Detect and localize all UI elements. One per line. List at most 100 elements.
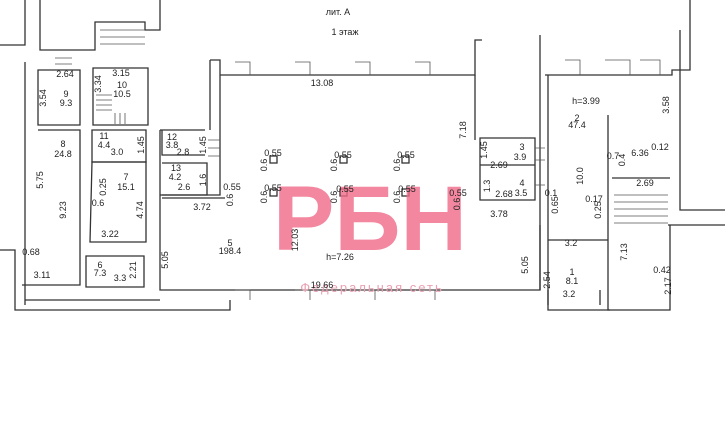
dimension-label: 3.0 — [111, 147, 124, 157]
dimension-label: 0.55 — [264, 148, 282, 158]
dimension-label: h=3.99 — [572, 96, 600, 106]
dimension-label: 10.0 — [575, 167, 585, 185]
dimension-label: 198.4 — [219, 246, 242, 256]
dimension-label: 0.42 — [653, 265, 671, 275]
dimension-label: 3.5 — [515, 188, 528, 198]
dimension-label: 0.6 — [392, 159, 402, 172]
dimension-label: 0.17 — [585, 194, 603, 204]
room-6: 67.3 3.3 2.21 — [94, 260, 138, 283]
dimension-label: 47.4 — [568, 120, 586, 130]
dimension-label: 0.25 — [593, 201, 603, 219]
dimension-label: 3.54 — [38, 89, 48, 107]
columns — [269, 155, 410, 197]
dimension-label: 12 — [167, 132, 177, 142]
dimension-label: 2.54 — [542, 271, 552, 289]
watermark: РБН Федеральная сеть — [273, 168, 467, 295]
dimension-label: 3.11 — [34, 270, 51, 280]
dimension-label: 2.68 — [495, 189, 513, 199]
room-12: 123.8 2.8 1.45 — [166, 132, 208, 157]
dimension-label: 9 — [63, 89, 68, 99]
dimension-label: 11 — [99, 131, 108, 141]
plan-title: лит. А — [326, 7, 350, 17]
dimension-label: 2.21 — [128, 261, 138, 279]
dimension-label: 2.8 — [177, 147, 190, 157]
dimension-label: 0.6 — [452, 198, 462, 211]
dimension-label: h=7.26 — [326, 252, 354, 262]
room-11: 114.4 3.0 1.45 — [98, 131, 146, 157]
dimension-label: 1.6 — [198, 174, 208, 187]
dimension-label: 0.25 — [98, 178, 108, 196]
dimension-label: 5 — [227, 238, 232, 248]
room-8: 824.8 5.75 9.23 0.683.11 — [22, 139, 72, 280]
dimension-label: 0.1 — [545, 188, 558, 198]
dimension-label: 13.08 — [311, 78, 334, 88]
dimension-label: 3.72 — [193, 202, 211, 212]
dimension-label: 1 — [569, 267, 574, 277]
dimension-label: 24.8 — [54, 149, 72, 159]
dimension-label: 2 — [574, 113, 579, 123]
dimension-label: 12.03 — [290, 229, 300, 252]
dimension-label: 4.74 — [135, 201, 145, 219]
dimension-label: 2.6 — [178, 182, 191, 192]
dimension-label: 3.3 — [114, 273, 127, 283]
dimension-label: 15.1 — [117, 182, 135, 192]
watermark-tagline: Федеральная сеть — [300, 280, 444, 295]
dimension-label: 1.45 — [198, 136, 208, 154]
dimension-label: 0.55 — [449, 188, 467, 198]
dimension-label: 7.13 — [619, 243, 629, 261]
dimension-label: 0.55 — [397, 150, 415, 160]
dimension-label: 10.5 — [113, 89, 131, 99]
walls — [0, 0, 725, 311]
dimension-label: 0.55 — [264, 183, 282, 193]
room-4: 43.5 1.3 2.68 0.1 0.65 — [482, 178, 560, 214]
dimension-label: 10 — [117, 80, 127, 90]
dimension-label: 8.1 — [566, 276, 579, 286]
dimension-label: 0.12 — [651, 142, 669, 152]
dimension-label: 8 — [60, 139, 65, 149]
dimension-label: 7.3 — [94, 268, 107, 278]
dimension-label: 0.6 — [329, 159, 339, 172]
dimension-label: 7.18 — [458, 121, 468, 139]
dimension-label: 1.45 — [479, 141, 489, 159]
dimension-label: 7 — [123, 172, 128, 182]
stairs-and-windows — [55, 29, 668, 300]
dimension-label: 5.75 — [35, 171, 45, 189]
dimension-label: 1.3 — [482, 180, 492, 193]
dimension-label: 4.4 — [98, 140, 111, 150]
dimension-label: 2.17 — [663, 277, 673, 295]
dimension-label: 2.64 — [56, 69, 74, 79]
dimension-label: 5.05 — [160, 251, 170, 269]
dimension-label: 6 — [97, 260, 102, 270]
room-13: 134.2 2.6 1.6 0.55 0.6 3.72 — [169, 163, 241, 212]
dimension-label: 4.2 — [169, 172, 182, 182]
dimension-label: 13 — [171, 163, 181, 173]
dimension-label: 3.8 — [166, 140, 179, 150]
room-1: 3.2 18.1 2.54 3.2 — [542, 238, 578, 299]
dimension-label: 0.65 — [550, 196, 560, 214]
dimension-label: 3.2 — [563, 289, 576, 299]
floor-label: 1 этаж — [332, 27, 359, 37]
dimension-label: 3.9 — [514, 152, 527, 162]
dimension-label: 3.15 — [112, 68, 130, 78]
room-7: 715.1 0.25 0.6 4.74 3.22 — [92, 172, 145, 239]
dimension-label: 0.6 — [225, 194, 235, 207]
dimension-label: 0.6 — [259, 191, 269, 204]
dimension-label: 3.58 — [661, 96, 671, 114]
dimension-label: 9.3 — [60, 98, 73, 108]
dimension-label: 0.6 — [329, 191, 339, 204]
dimension-label: 0.55 — [398, 184, 416, 194]
watermark-logo: РБН — [273, 168, 467, 270]
dimension-label: 3.22 — [101, 229, 119, 239]
dimension-label: 1.45 — [136, 136, 146, 154]
dimension-label: 0.55 — [334, 150, 352, 160]
dimension-label: 0.6 — [92, 198, 105, 208]
dimension-label: 2.69 — [636, 178, 654, 188]
dimension-label: 4 — [519, 178, 524, 188]
dimension-label: 3.78 — [490, 209, 508, 219]
dimension-label: 19.66 — [311, 280, 334, 290]
dimension-label: 5.05 — [520, 256, 530, 274]
dimension-label: 3.2 — [565, 238, 578, 248]
